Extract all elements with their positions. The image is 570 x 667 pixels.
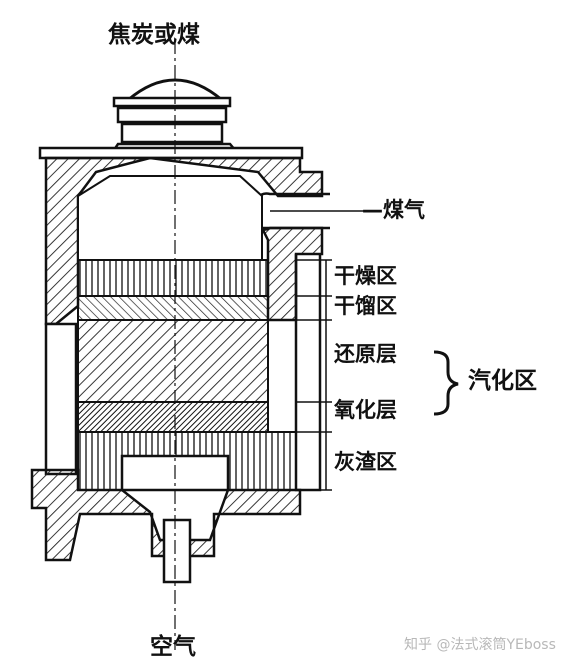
distillation-zone-label: 干馏区: [334, 294, 397, 318]
furnace-base: [30, 468, 302, 584]
zone-ticks: [296, 259, 332, 491]
fuel-inlet-label: 焦炭或煤: [108, 22, 200, 48]
oxidation-zone-fill: [77, 401, 269, 433]
top-flange: [38, 146, 304, 160]
reduction-zone-fill: [77, 319, 269, 403]
watermark: 知乎 @法式滚筒YEboss: [404, 637, 556, 653]
gasification-zone-label: 汽化区: [468, 368, 537, 394]
distillation-zone-fill: [77, 295, 269, 321]
drying-zone-fill: [77, 259, 269, 297]
oxidation-zone-label: 氧化层: [334, 398, 397, 422]
chamber-top: [77, 175, 263, 261]
gasification-brace: [433, 350, 459, 416]
ash-zone-label: 灰渣区: [334, 450, 397, 474]
air-inlet-label: 空气: [150, 634, 196, 660]
gas-outlet-label: —煤气: [362, 198, 425, 222]
furnace-shell: [44, 156, 324, 492]
reduction-zone-label: 还原层: [334, 342, 397, 366]
drying-zone-label: 干燥区: [334, 264, 397, 288]
